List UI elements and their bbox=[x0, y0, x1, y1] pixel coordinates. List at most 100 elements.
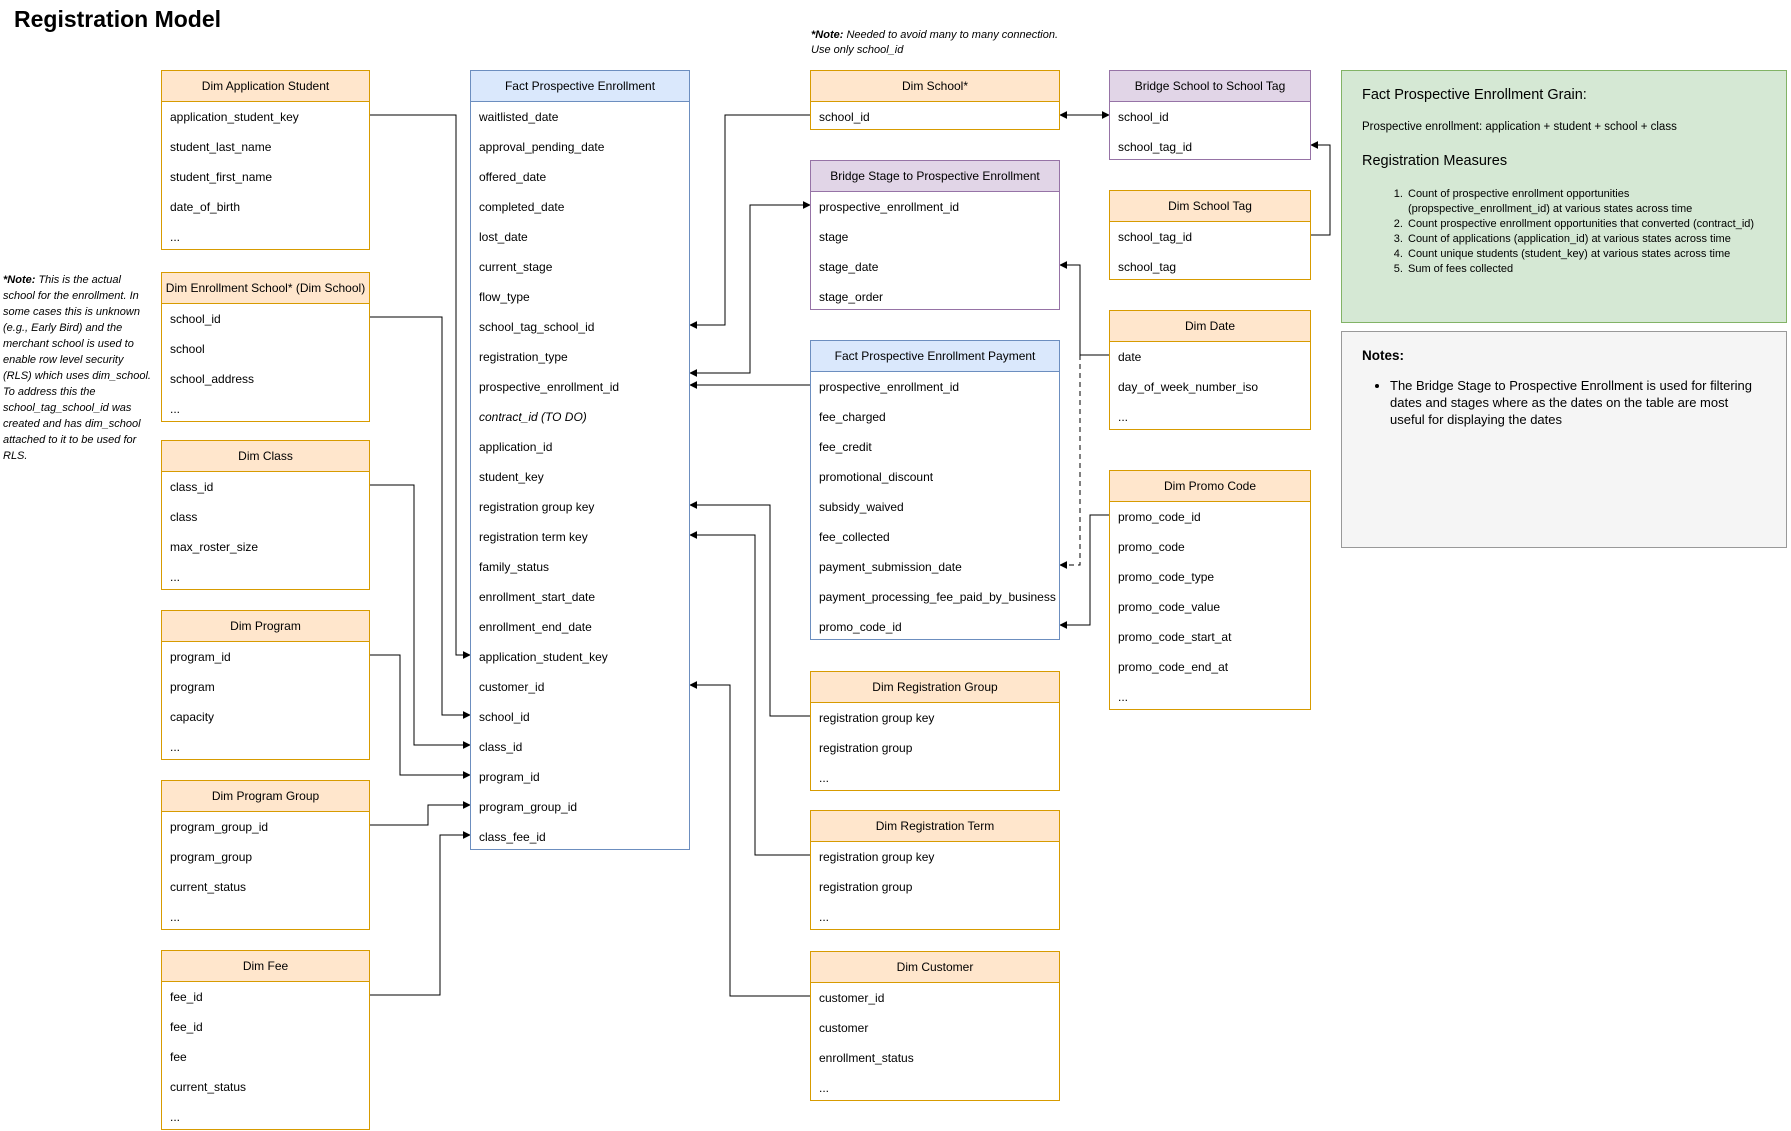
field-row[interactable]: enrollment_status bbox=[819, 1051, 914, 1065]
field-row[interactable]: school_id bbox=[479, 710, 530, 724]
field-row[interactable]: promo_code_id bbox=[819, 620, 902, 634]
field-row[interactable]: program bbox=[170, 680, 215, 694]
field-row[interactable]: customer bbox=[819, 1021, 869, 1035]
field-row[interactable]: payment_processing_fee_paid_by_business bbox=[819, 590, 1056, 604]
table-title-dim-promo-code[interactable]: Dim Promo Code bbox=[1110, 471, 1310, 502]
table-bridge-stage-to-prospective-enrollment[interactable]: Bridge Stage to Prospective Enrollment pr… bbox=[810, 160, 1060, 310]
field-row[interactable]: capacity bbox=[170, 710, 215, 724]
field-row[interactable]: fee_id bbox=[170, 1020, 203, 1034]
field-row[interactable]: student_key bbox=[479, 470, 544, 484]
table-title-bridge-stage-to-prospective-enrollment[interactable]: Bridge Stage to Prospective Enrollment bbox=[811, 161, 1059, 192]
field-row[interactable]: lost_date bbox=[479, 230, 528, 244]
table-title-dim-registration-term[interactable]: Dim Registration Term bbox=[811, 811, 1059, 842]
field-row[interactable]: registration group key bbox=[819, 711, 935, 725]
table-title-dim-application-student[interactable]: Dim Application Student bbox=[162, 71, 369, 102]
field-row[interactable]: enrollment_start_date bbox=[479, 590, 596, 604]
field-row[interactable]: ... bbox=[170, 740, 181, 754]
field-row[interactable]: offered_date bbox=[479, 170, 547, 184]
field-row[interactable]: school bbox=[170, 342, 205, 356]
field-row[interactable]: max_roster_size bbox=[170, 540, 259, 554]
field-row[interactable]: school_id bbox=[1118, 110, 1169, 124]
field-row[interactable]: registration term key bbox=[479, 530, 588, 544]
field-row[interactable]: day_of_week_number_iso bbox=[1118, 380, 1259, 394]
table-title-dim-fee[interactable]: Dim Fee bbox=[162, 951, 369, 982]
field-row[interactable]: prospective_enrollment_id bbox=[819, 200, 960, 214]
field-row[interactable]: prospective_enrollment_id bbox=[819, 380, 960, 394]
field-row[interactable]: fee_collected bbox=[819, 530, 890, 544]
field-row[interactable]: program_id bbox=[170, 650, 231, 664]
field-row[interactable]: registration group bbox=[819, 741, 913, 755]
field-row[interactable]: current_status bbox=[170, 1080, 247, 1094]
field-row[interactable]: registration_type bbox=[479, 350, 568, 364]
field-row[interactable]: flow_type bbox=[479, 290, 530, 304]
field-row[interactable]: promotional_discount bbox=[819, 470, 934, 484]
field-row[interactable]: current_stage bbox=[479, 260, 553, 274]
field-row[interactable]: promo_code_end_at bbox=[1118, 660, 1229, 674]
field-row[interactable]: ... bbox=[1118, 690, 1129, 704]
field-row[interactable]: approval_pending_date bbox=[479, 140, 605, 154]
table-title-dim-program-group[interactable]: Dim Program Group bbox=[162, 781, 369, 812]
field-row[interactable]: application_student_key bbox=[170, 110, 299, 124]
table-title-bridge-school-to-school-tag[interactable]: Bridge School to School Tag bbox=[1110, 71, 1310, 102]
field-row[interactable]: fee_credit bbox=[819, 440, 872, 454]
field-row[interactable]: registration group key bbox=[479, 500, 595, 514]
field-row[interactable]: class_id bbox=[170, 480, 214, 494]
table-dim-school-star[interactable]: Dim School*school_id bbox=[810, 70, 1060, 130]
table-title-dim-school-tag[interactable]: Dim School Tag bbox=[1110, 191, 1310, 222]
field-row[interactable]: program_id bbox=[479, 770, 540, 784]
field-row[interactable]: program_group_id bbox=[170, 820, 269, 834]
field-row[interactable]: ... bbox=[170, 910, 181, 924]
table-title-dim-date[interactable]: Dim Date bbox=[1110, 311, 1310, 342]
table-dim-registration-term[interactable]: Dim Registration Term registration group … bbox=[810, 810, 1060, 930]
table-fact-prospective-enrollment[interactable]: Fact Prospective Enrollment waitlisted_da… bbox=[470, 70, 690, 850]
field-row[interactable]: program_group bbox=[170, 850, 253, 864]
field-row[interactable]: registration group key bbox=[819, 850, 935, 864]
table-title-dim-customer[interactable]: Dim Customer bbox=[811, 952, 1059, 983]
field-row[interactable]: enrollment_end_date bbox=[479, 620, 592, 634]
table-title-dim-school-star[interactable]: Dim School* bbox=[811, 71, 1059, 102]
field-row[interactable]: school_tag_id bbox=[1118, 230, 1193, 244]
field-row[interactable]: school_address bbox=[170, 372, 255, 386]
field-row[interactable]: stage_order bbox=[819, 290, 884, 304]
field-row[interactable]: ... bbox=[819, 910, 830, 924]
table-title-dim-class[interactable]: Dim Class bbox=[162, 441, 369, 472]
field-row[interactable]: current_status bbox=[170, 880, 247, 894]
table-dim-application-student[interactable]: Dim Application Student application_stude… bbox=[161, 70, 370, 250]
field-row[interactable]: fee_id bbox=[170, 990, 203, 1004]
field-row[interactable]: customer_id bbox=[479, 680, 545, 694]
field-row[interactable]: promo_code_id bbox=[1118, 510, 1201, 524]
field-row[interactable]: date_of_birth bbox=[170, 200, 241, 214]
field-row[interactable]: class_fee_id bbox=[479, 830, 546, 844]
field-row[interactable]: stage bbox=[819, 230, 849, 244]
table-title-fact-prospective-enrollment[interactable]: Fact Prospective Enrollment bbox=[471, 71, 689, 102]
field-row[interactable]: school_tag_id bbox=[1118, 140, 1193, 154]
field-row[interactable]: ... bbox=[1118, 410, 1129, 424]
field-row[interactable]: fee_charged bbox=[819, 410, 886, 424]
field-row[interactable]: school_tag_school_id bbox=[479, 320, 595, 334]
field-row[interactable]: ... bbox=[819, 1081, 830, 1095]
field-row[interactable]: customer_id bbox=[819, 991, 885, 1005]
field-row[interactable]: family_status bbox=[479, 560, 550, 574]
table-title-dim-registration-group[interactable]: Dim Registration Group bbox=[811, 672, 1059, 703]
table-dim-customer[interactable]: Dim Customer customer_id customer enrollmen… bbox=[810, 951, 1060, 1101]
field-row[interactable]: registration group bbox=[819, 880, 913, 894]
field-row[interactable]: promo_code_value bbox=[1118, 600, 1221, 614]
table-dim-enrollment-school[interactable]: Dim Enrollment School* (Dim School)schoo… bbox=[161, 272, 370, 422]
field-row[interactable]: completed_date bbox=[479, 200, 565, 214]
field-row[interactable]: ... bbox=[819, 771, 830, 785]
table-dim-date[interactable]: Dim Date date day_of_week_number_iso... bbox=[1109, 310, 1311, 430]
field-row[interactable]: class bbox=[170, 510, 198, 524]
field-row[interactable]: waitlisted_date bbox=[479, 110, 559, 124]
field-row[interactable]: promo_code bbox=[1118, 540, 1185, 554]
field-row[interactable]: date bbox=[1118, 350, 1142, 364]
field-row[interactable]: contract_id (TO DO) bbox=[479, 410, 587, 424]
field-row[interactable]: subsidy_waived bbox=[819, 500, 904, 514]
table-title-dim-program[interactable]: Dim Program bbox=[162, 611, 369, 642]
field-row[interactable]: application_student_key bbox=[479, 650, 608, 664]
field-row[interactable]: fee bbox=[170, 1050, 187, 1064]
